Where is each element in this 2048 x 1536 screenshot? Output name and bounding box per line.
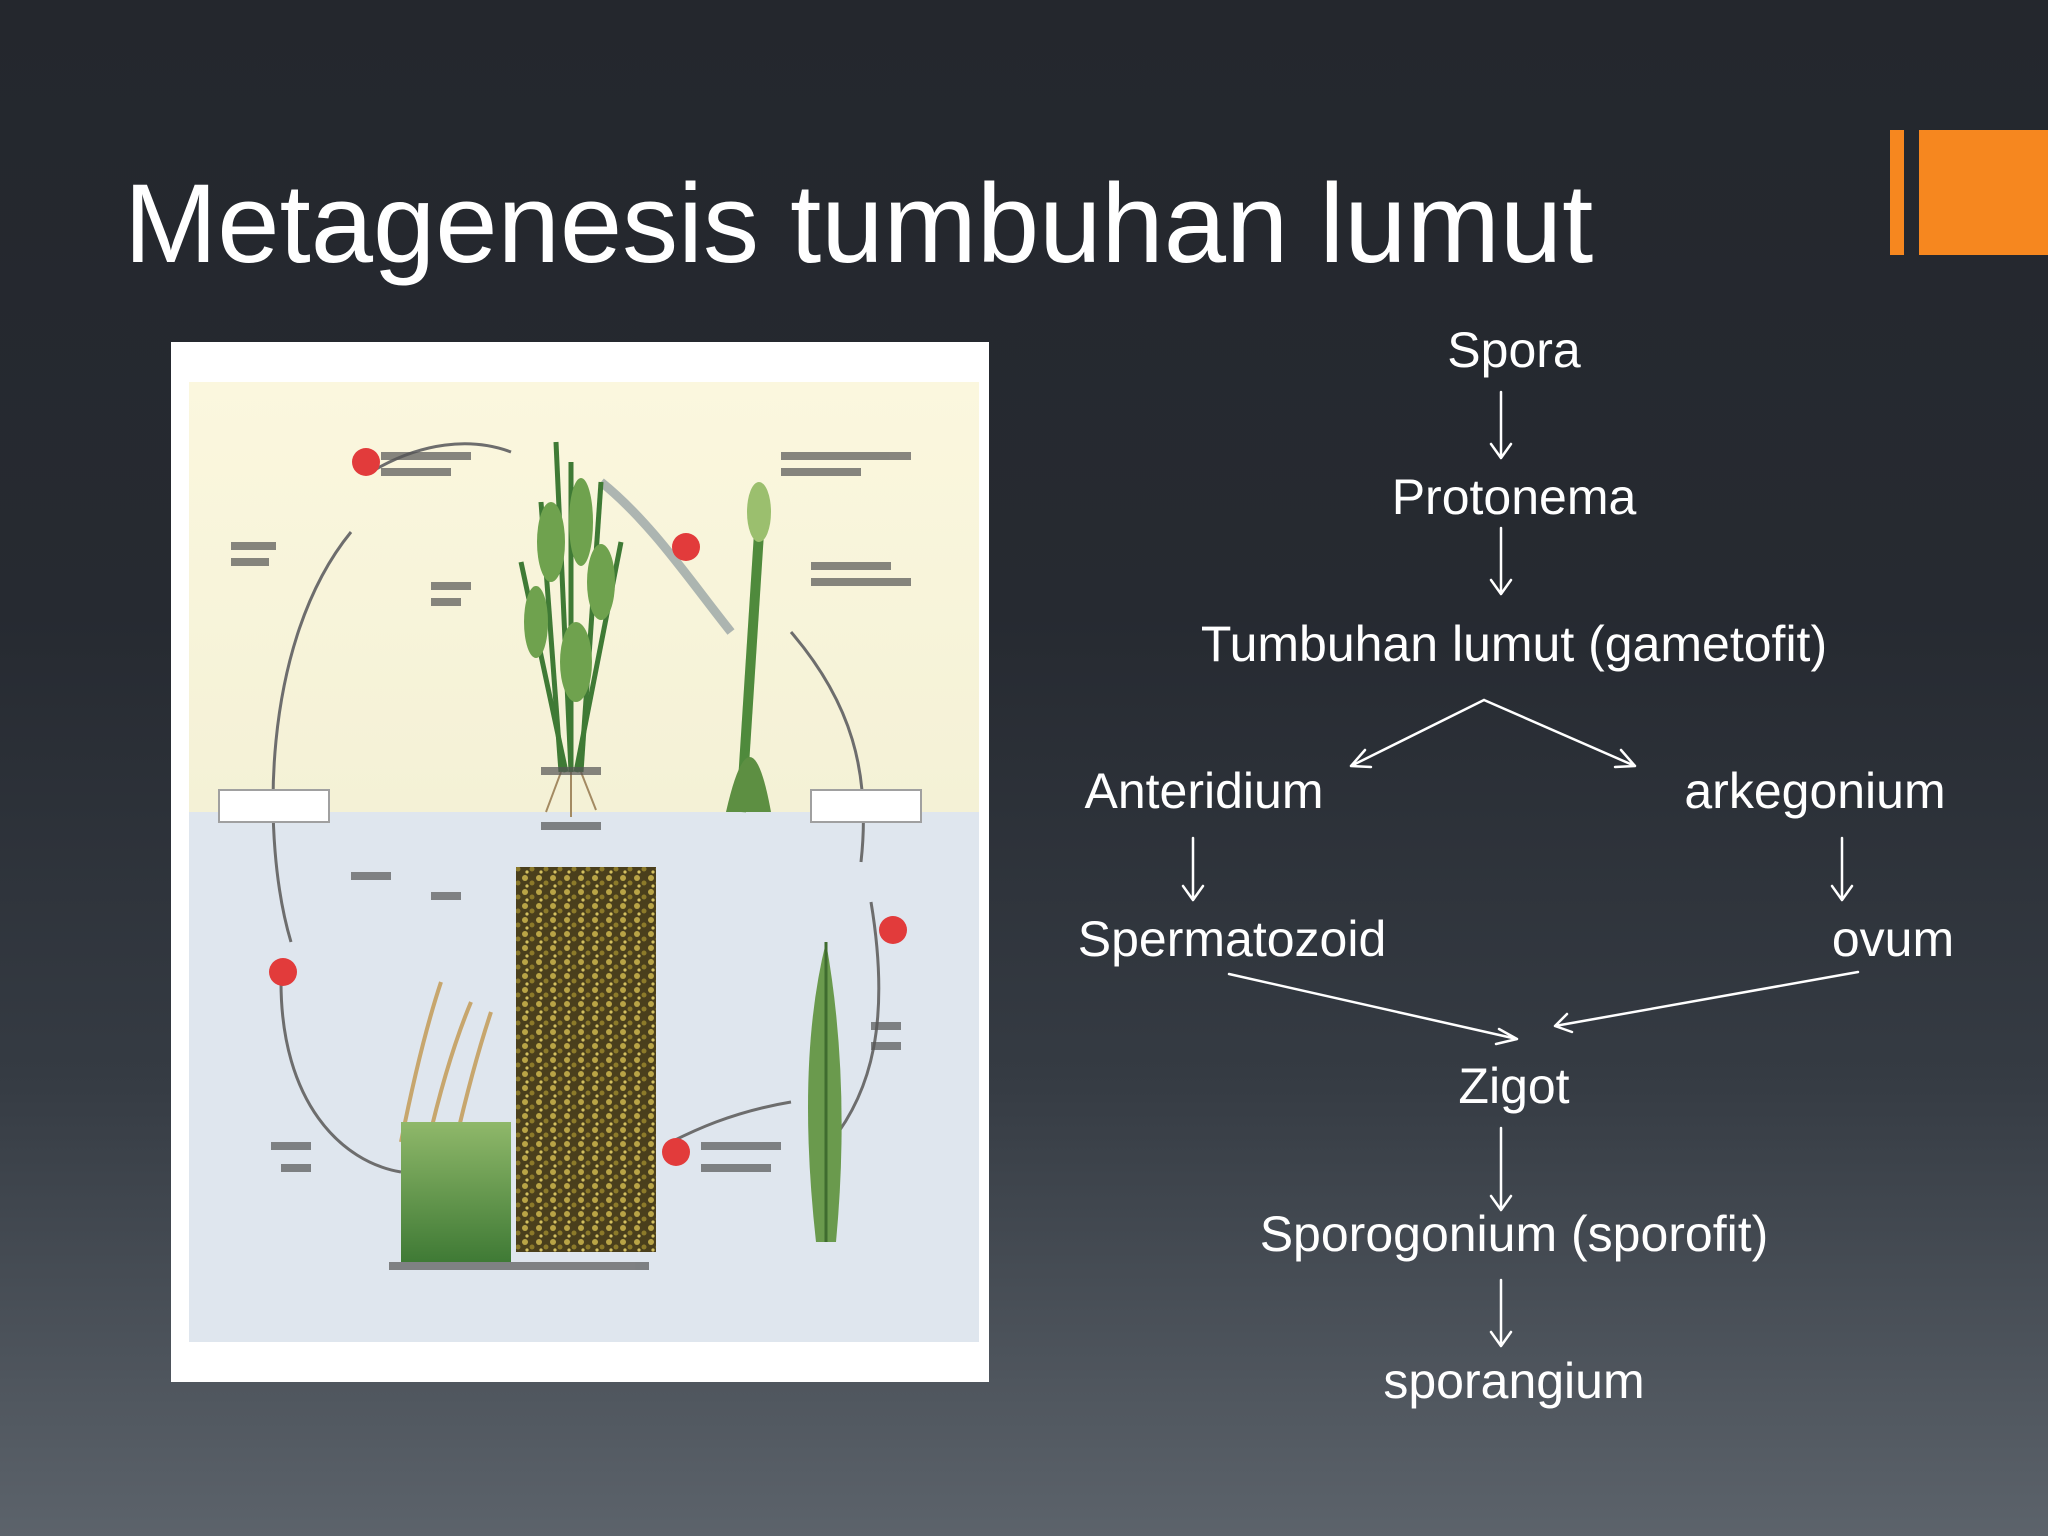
node-spermatozoid: Spermatozoid (1077, 911, 1387, 967)
moss-lifecycle-diagram-icon (189, 382, 979, 1382)
arrow-anteridium-spermatozoid (1181, 836, 1205, 902)
node-spora: Spora (1447, 322, 1581, 378)
node-arkegonium: arkegonium (1684, 763, 1946, 819)
node-anteridium: Anteridium (1084, 763, 1324, 819)
node-gametofit: Tumbuhan lumut (gametofit) (1200, 616, 1828, 672)
node-sporofit: Sporogonium (sporofit) (1259, 1206, 1769, 1262)
arrow-spora-protonema (1489, 390, 1513, 460)
arrow-ovum-zigot (1553, 970, 1860, 1034)
arrow-sporofit-sporangium (1489, 1278, 1513, 1348)
moss-lifecycle-image (171, 342, 989, 1382)
arrow-spermatozoid-zigot (1227, 972, 1519, 1046)
node-ovum: ovum (1831, 911, 1955, 967)
arrow-arkegonium-ovum (1830, 836, 1854, 902)
slide-title: Metagenesis tumbuhan lumut (124, 161, 1594, 286)
node-sporangium: sporangium (1383, 1353, 1645, 1409)
accent-bar-thick (1919, 130, 2048, 255)
arrow-zigot-sporofit (1489, 1126, 1513, 1212)
arrow-gametofit-anteridium (1349, 698, 1486, 769)
arrow-protonema-gametofit (1489, 526, 1513, 596)
node-protonema: Protonema (1391, 469, 1637, 525)
node-zigot: Zigot (1458, 1058, 1570, 1114)
accent-bar-thin (1890, 130, 1904, 255)
arrow-gametofit-arkegonium (1482, 698, 1637, 769)
